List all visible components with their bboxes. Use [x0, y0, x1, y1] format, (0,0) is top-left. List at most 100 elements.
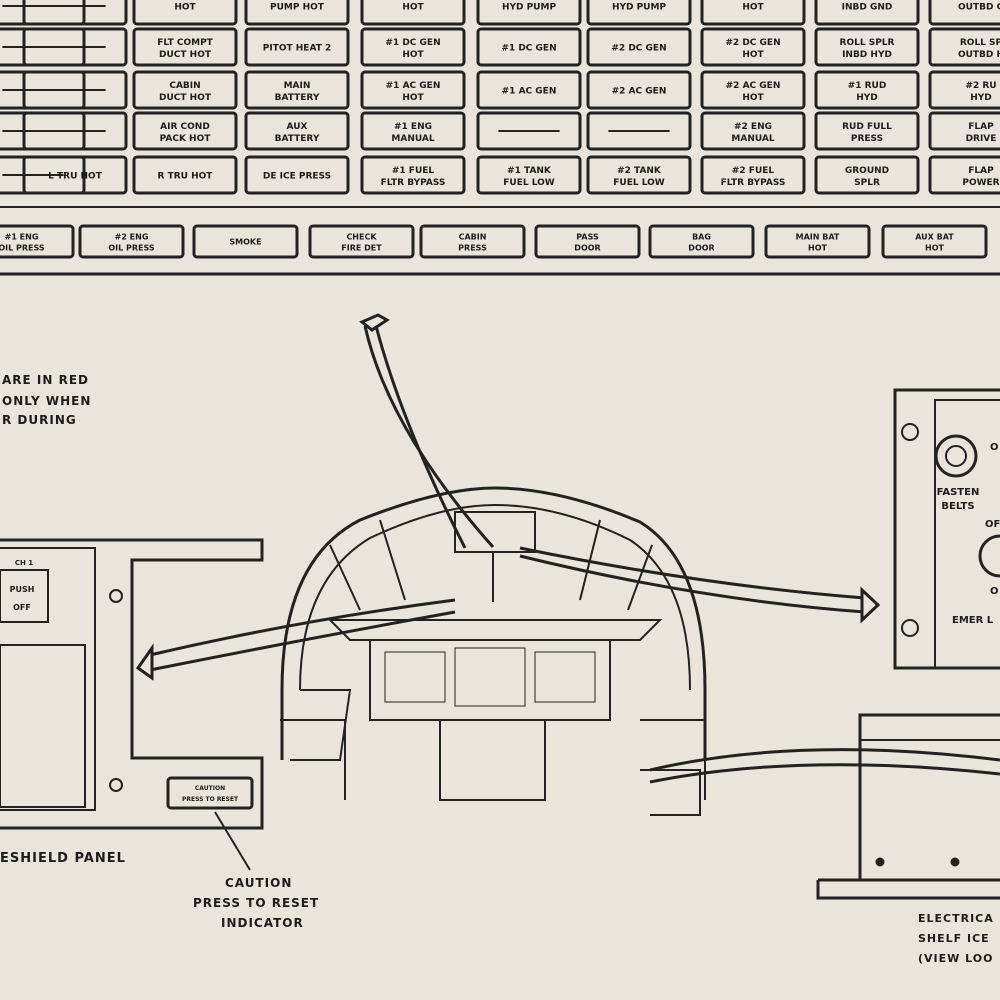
- light-frame: [586, 0, 692, 26]
- light-text: #1 TANK: [507, 166, 552, 176]
- light-text: ROLL SPLR: [840, 38, 895, 48]
- annunciator-2-ac-gen-r3c7[interactable]: #2 AC GEN: [586, 70, 692, 110]
- annunciator-pump-hot-r1c4[interactable]: PUMP HOT: [244, 0, 350, 26]
- annunciator-inbd-gnd-r1c9[interactable]: INBD GND: [814, 0, 920, 26]
- light-frame: [700, 111, 806, 151]
- annunciator-roll-splr-inbd-hyd-r2c9[interactable]: ROLL SPLR INBD HYD: [814, 27, 920, 67]
- annunciator-hyd-pump-r1c7[interactable]: HYD PUMP: [586, 0, 692, 26]
- caution-caption-3: INDICATOR: [221, 916, 304, 930]
- annunciator-hot-r1c5[interactable]: HOT: [360, 0, 466, 26]
- annunciator-outbd-g-r1c10[interactable]: OUTBD G: [928, 0, 1000, 26]
- annunciator-blank-r3c2[interactable]: [22, 70, 128, 110]
- light-text: #2 TANK: [617, 166, 662, 176]
- annunciator-2-dc-gen-r2c7[interactable]: #2 DC GEN: [586, 27, 692, 67]
- light-text: INBD HYD: [842, 50, 892, 60]
- light-text: RUD FULL: [842, 122, 892, 132]
- light-text: #2 ENG: [115, 233, 149, 242]
- warning-light-smoke[interactable]: SMOKE: [192, 224, 299, 259]
- light-text: #1 AC GEN: [386, 81, 441, 91]
- light-frame: [586, 27, 692, 67]
- electrical-shelf-drawing: [816, 713, 1000, 900]
- annunciator-l-tru-hot-r5c2[interactable]: L TRU HOT: [22, 155, 128, 195]
- annunciator-blank-r4c2[interactable]: [22, 111, 128, 151]
- annunciator-blank-r1c1[interactable]: [0, 0, 86, 26]
- light-text: PACK HOT: [160, 134, 212, 144]
- light-text: AUX BAT: [915, 233, 954, 242]
- annunciator-hot-r1c8[interactable]: HOT: [700, 0, 806, 26]
- light-text: #1 RUD: [848, 81, 887, 91]
- light-text: #1 FUEL: [392, 166, 435, 176]
- annunciator-blank-r1c2[interactable]: [22, 0, 128, 26]
- annunciator-blank-r2c2[interactable]: [22, 27, 128, 67]
- light-frame: [476, 155, 582, 195]
- light-frame: [132, 27, 238, 67]
- annunciator-r-tru-hot-r5c3[interactable]: R TRU HOT: [132, 155, 238, 195]
- light-frame: [814, 111, 920, 151]
- light-text: CHECK: [346, 233, 377, 242]
- light-text: L TRU HOT: [48, 171, 103, 181]
- annunciator-1-ac-gen-r3c6[interactable]: #1 AC GEN: [476, 70, 582, 110]
- light-text: HOT: [402, 2, 424, 12]
- light-frame: [360, 155, 466, 195]
- light-text: DUCT HOT: [159, 93, 212, 103]
- light-text: POWER: [962, 178, 999, 188]
- light-text: SPLR: [854, 178, 880, 188]
- electrical-shelf-caption-2: SHELF ICE: [918, 932, 990, 945]
- secondary-switch[interactable]: [978, 534, 1000, 578]
- caution-caption-2: PRESS TO RESET: [193, 896, 320, 910]
- light-frame: [928, 27, 1000, 67]
- annunciator-de-ice-press-r5c4[interactable]: DE ICE PRESS: [244, 155, 350, 195]
- light-text: #2 ENG: [734, 122, 772, 132]
- light-frame: [814, 70, 920, 110]
- light-frame: [22, 0, 128, 26]
- push-off-switch[interactable]: CH 1 PUSH OFF: [0, 559, 49, 623]
- light-text: PASS: [576, 233, 599, 242]
- annunciator-hot-r1c3[interactable]: HOT: [132, 0, 238, 26]
- light-text: HYD PUMP: [612, 2, 667, 12]
- light-text: PUMP HOT: [270, 2, 325, 12]
- annunciator-1-dc-gen-r2c6[interactable]: #1 DC GEN: [476, 27, 582, 67]
- annunciator-blank-r4c7[interactable]: [586, 111, 692, 151]
- electrical-shelf-caption-1: ELECTRICA: [918, 912, 994, 925]
- light-frame: [360, 70, 466, 110]
- annunciator-1-tank-fuel-low-r5c6[interactable]: #1 TANK FUEL LOW: [476, 155, 582, 195]
- fasten-belts-switch[interactable]: [934, 434, 978, 478]
- annunciator-blank-r4c6[interactable]: [476, 111, 582, 151]
- annunciator-hyd-pump-r1c6[interactable]: HYD PUMP: [476, 0, 582, 26]
- light-text: FUEL LOW: [503, 178, 555, 188]
- annunciator-pitot-heat-2-r2c4[interactable]: PITOT HEAT 2: [244, 27, 350, 67]
- light-frame: [700, 27, 806, 67]
- light-frame: [534, 224, 641, 259]
- caution-reset-light[interactable]: CAUTION PRESS TO RESET: [166, 776, 254, 810]
- light-frame: [244, 70, 350, 110]
